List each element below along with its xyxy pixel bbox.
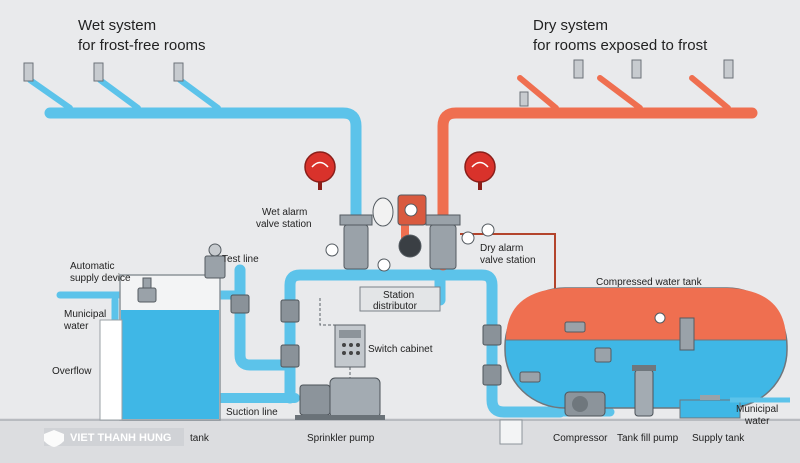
test-line-label: Test line (222, 254, 259, 265)
switch-cabinet (319, 298, 366, 395)
wet-alarm-bell (304, 151, 336, 190)
station-distributor-label-1: Station (383, 290, 414, 301)
dry-valve-station (397, 194, 495, 270)
dry-title-line2: for rooms exposed to frost (533, 37, 708, 54)
sprinkler-pump-label: Sprinkler pump (307, 433, 375, 444)
dry-alarm-label-2: valve station (480, 255, 536, 266)
watermark-text: VIET THANH HUNG (70, 432, 171, 444)
tank-label: tank (190, 433, 210, 444)
supply-tank-label: Supply tank (692, 433, 745, 444)
wet-sprinkler-heads (23, 62, 184, 82)
municipal-left-label-1: Municipal (64, 309, 106, 320)
auto-supply-label-2: supply device (70, 273, 131, 284)
auto-supply-label-1: Automatic (70, 261, 114, 272)
compressed-tank-label: Compressed water tank (596, 277, 703, 288)
wet-title-line2: for frost-free rooms (78, 37, 206, 54)
shield-logo-icon (44, 430, 64, 447)
dry-title-line1: Dry system (533, 17, 608, 34)
suction-line-label: Suction line (226, 407, 278, 418)
watermark: VIET THANH HUNG (44, 428, 184, 447)
station-distributor (359, 286, 441, 312)
sprinkler-pump (295, 377, 385, 420)
dry-alarm-label-1: Dry alarm (480, 243, 523, 254)
automatic-supply-valve (137, 277, 157, 303)
dry-system-pipes (401, 75, 758, 271)
riser-valves (230, 294, 502, 386)
wet-alarm-label-1: Wet alarm (262, 207, 307, 218)
supply-tank (679, 395, 741, 419)
municipal-right-label-1: Municipal (736, 404, 778, 415)
tank-fill-pump (632, 365, 656, 417)
switch-cabinet-label: Switch cabinet (368, 344, 433, 355)
dry-alarm-bell (464, 151, 496, 190)
municipal-right-label-2: water (744, 416, 770, 427)
wet-alarm-label-2: valve station (256, 219, 312, 230)
test-line-valve (204, 243, 226, 279)
compressed-water-tank (504, 287, 788, 409)
dry-sprinkler-heads (519, 59, 734, 107)
wet-title-line1: Wet system (78, 17, 156, 34)
compressor (564, 391, 606, 417)
overflow-label: Overflow (52, 366, 92, 377)
municipal-left-label-2: water (63, 321, 89, 332)
station-distributor-label-2: distributor (373, 301, 418, 312)
tank-fill-pump-label: Tank fill pump (617, 433, 679, 444)
wet-valve-station (325, 197, 394, 272)
compressor-label: Compressor (553, 433, 608, 444)
drain-pit (499, 419, 523, 445)
water-tank (99, 274, 221, 421)
